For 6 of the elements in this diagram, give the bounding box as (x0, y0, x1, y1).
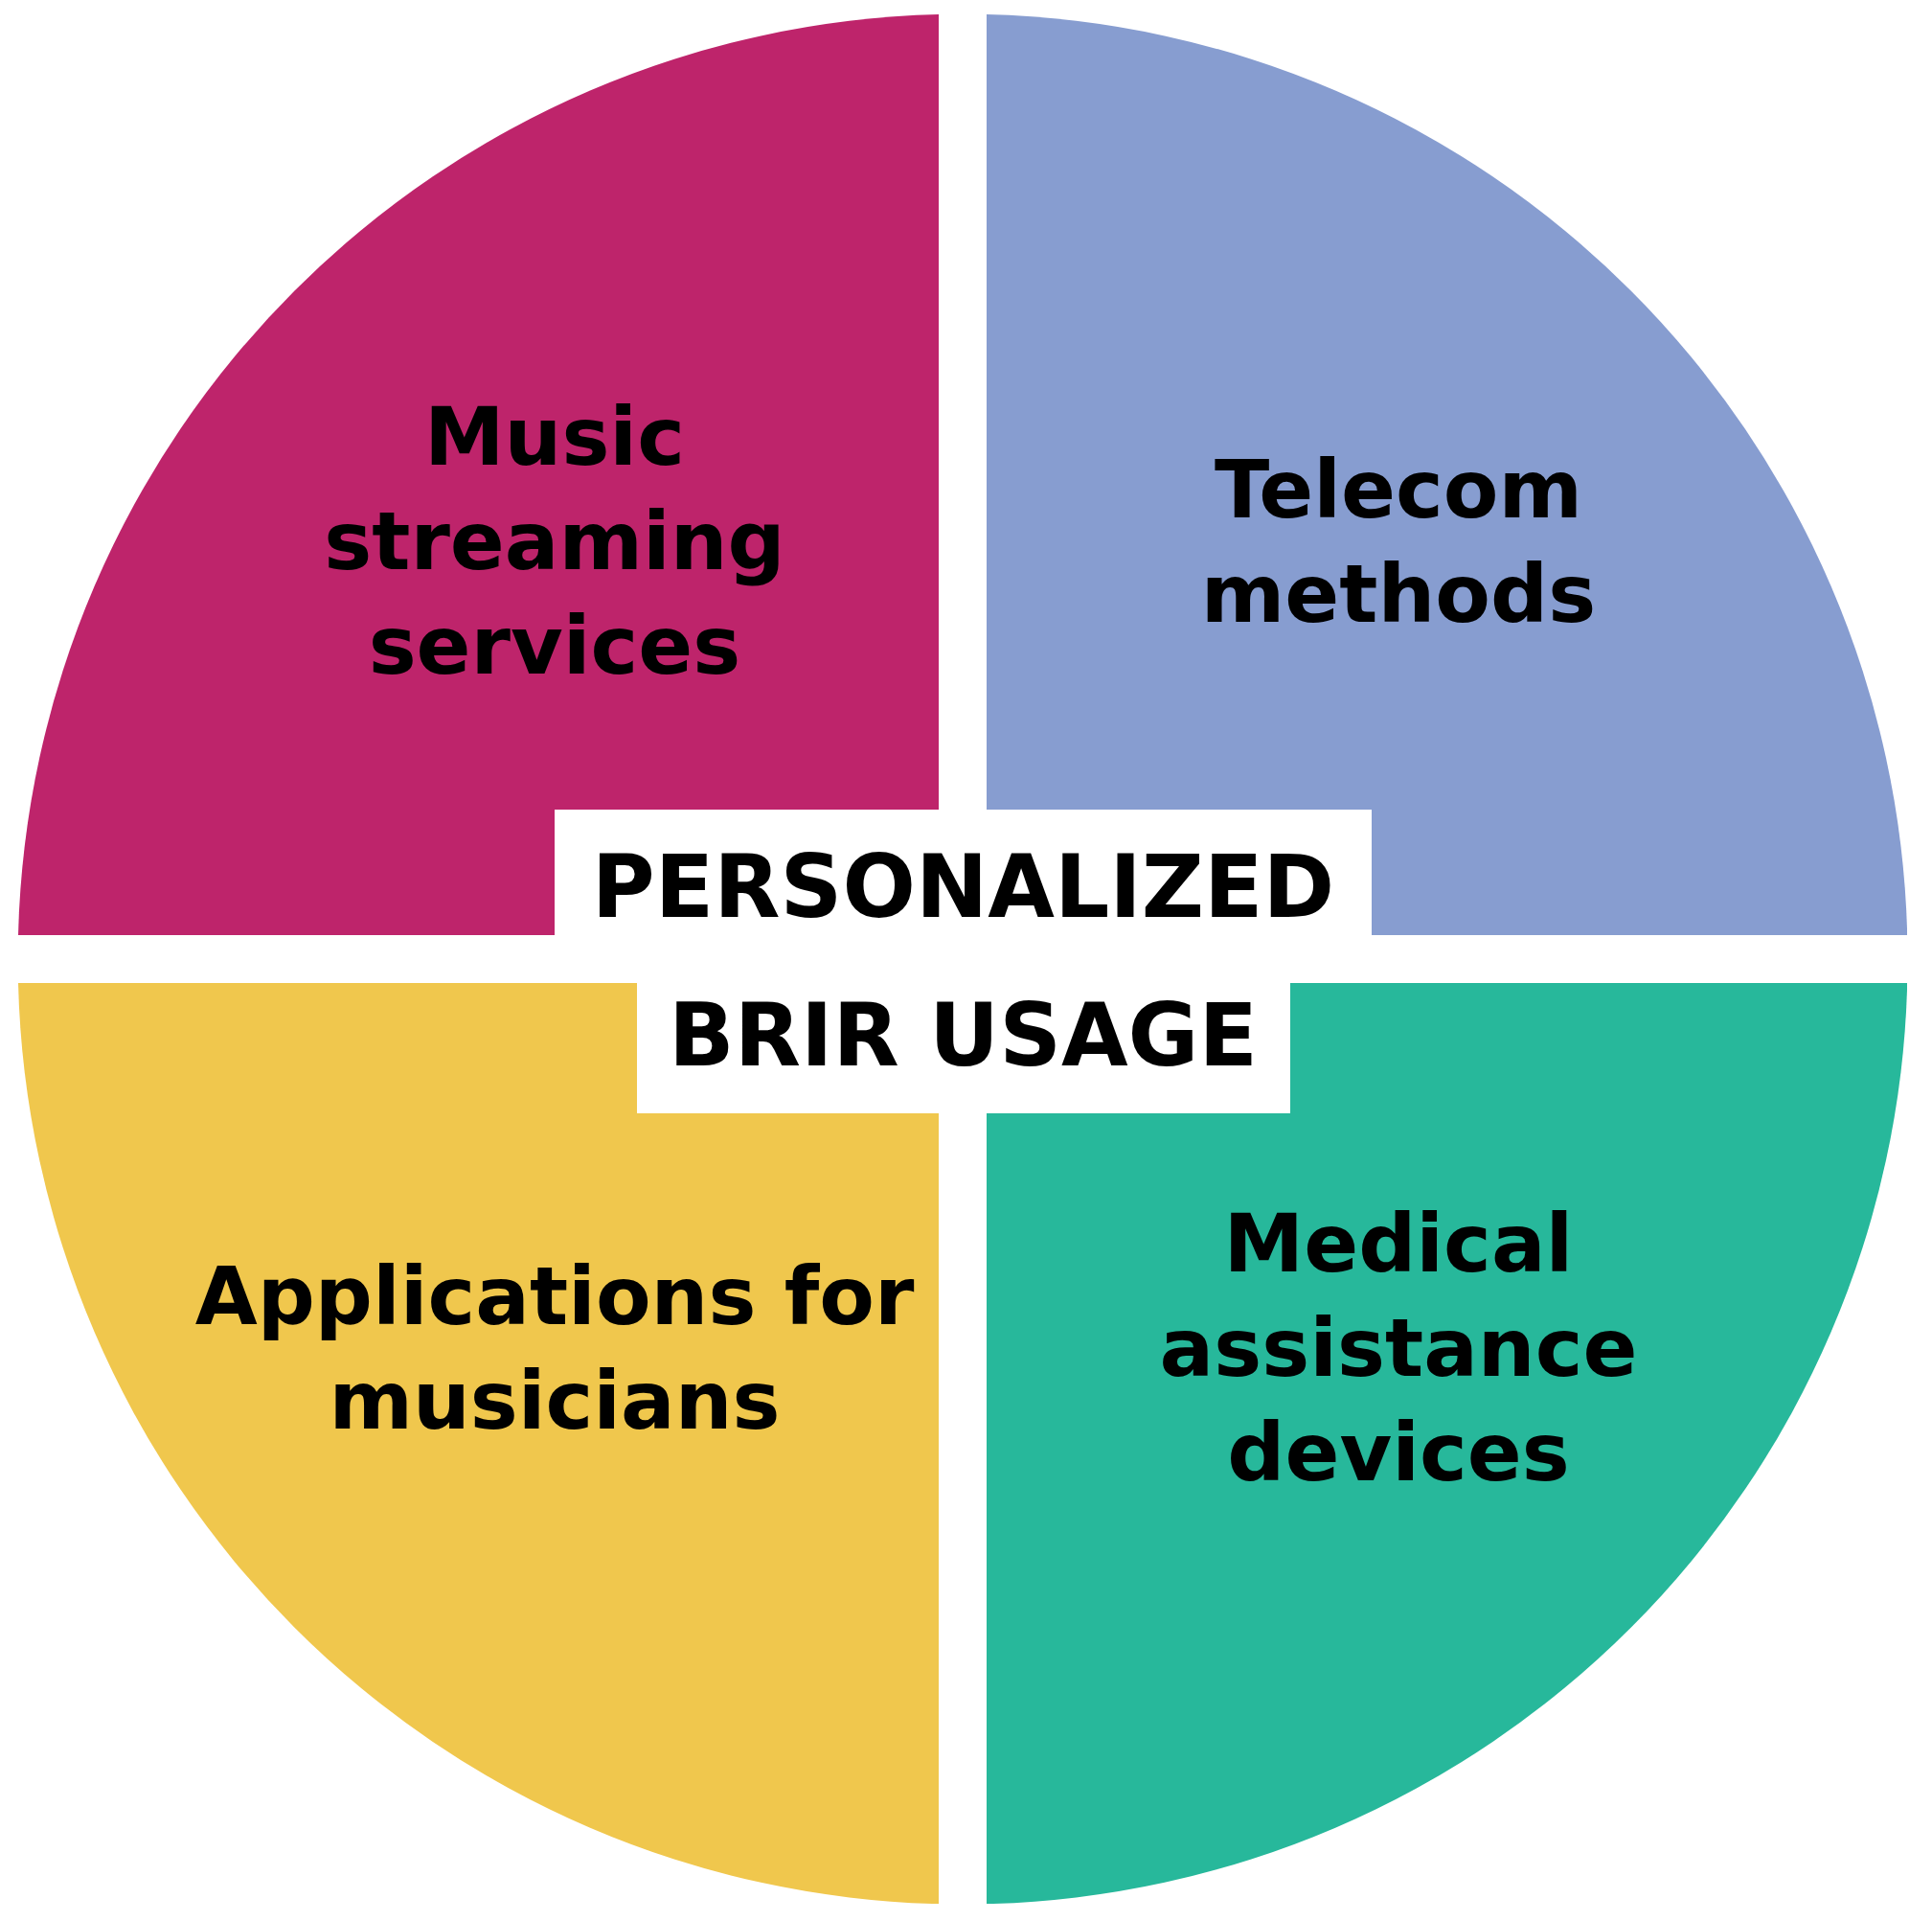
segment-label: Medical assistance devices (1158, 1196, 1639, 1502)
center-title: PERSONALIZED BRIR USAGE (590, 835, 1336, 1087)
center-label-panel (555, 810, 1372, 1113)
segment-label: Applications for musicians (193, 1247, 916, 1450)
segment-label: Telecom methods (1199, 441, 1598, 643)
segment-label: Music streaming services (323, 389, 786, 696)
